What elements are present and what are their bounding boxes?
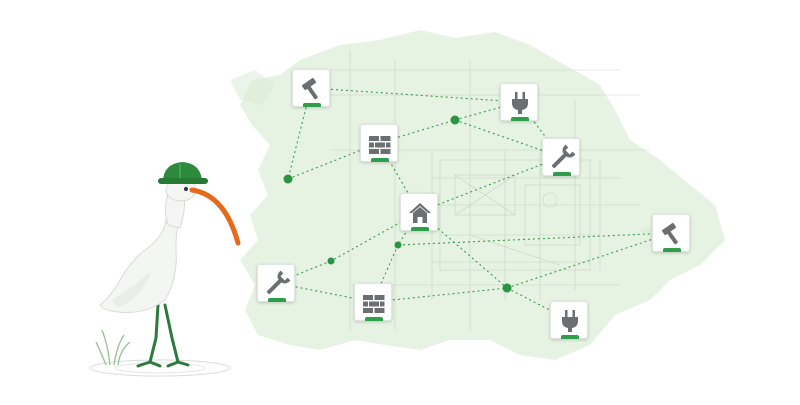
- bricks-icon: [363, 295, 385, 313]
- tile-accent-bar: [561, 335, 579, 339]
- tile-wrench-left: [257, 264, 295, 302]
- node-dot: [327, 257, 335, 265]
- tile-plug-bottom: [550, 301, 588, 339]
- node-dot: [394, 241, 402, 249]
- ibis-with-hard-hat-illustration: [89, 162, 241, 377]
- tile-wrench-right: [542, 138, 580, 176]
- hard-hat: [163, 162, 202, 182]
- tile-house-center: [400, 193, 438, 231]
- node-dot: [450, 115, 460, 125]
- blueprint-overlay: [300, 50, 650, 330]
- tile-accent-bar: [365, 317, 383, 321]
- tile-accent-bar: [553, 172, 571, 176]
- tile-accent-bar: [663, 248, 681, 252]
- tile-accent-bar: [268, 298, 286, 302]
- tile-accent-bar: [303, 103, 321, 107]
- connection-dots: [283, 115, 512, 293]
- hammer-icon: [301, 77, 318, 100]
- node-dot: [283, 174, 293, 184]
- hammer-icon: [661, 222, 678, 245]
- ibis-eye: [184, 187, 188, 191]
- wrench-icon: [552, 144, 576, 168]
- plug-icon: [512, 92, 528, 114]
- grass-tufts: [95, 329, 131, 366]
- bricks-icon: [369, 136, 391, 154]
- tile-accent-bar: [371, 158, 389, 162]
- ibis-beak: [189, 187, 241, 246]
- tile-bricks-lower: [354, 283, 392, 321]
- tile-hammer-top-left: [292, 69, 330, 107]
- tile-plug-top-right: [500, 83, 538, 121]
- ibis-legs: [136, 303, 190, 368]
- ibis-body: [99, 199, 183, 313]
- map-region: [240, 30, 725, 360]
- tile-accent-bar: [411, 227, 429, 231]
- node-dot: [502, 283, 512, 293]
- wrench-icon: [267, 270, 291, 294]
- tile-hammer-far-right: [652, 214, 690, 252]
- house-icon: [409, 203, 431, 223]
- plug-icon: [562, 310, 578, 332]
- tile-accent-bar: [511, 117, 529, 121]
- tile-bricks-upper: [360, 124, 398, 162]
